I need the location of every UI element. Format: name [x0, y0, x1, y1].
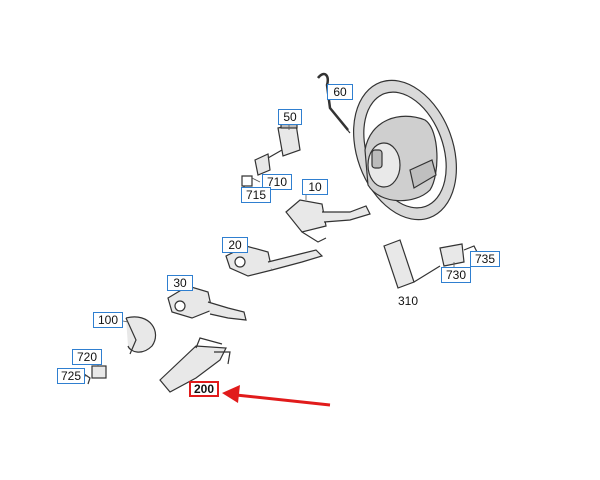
steering-wheel: [353, 79, 457, 221]
parts-730-735: [439, 243, 479, 267]
callout-310: 310: [398, 294, 419, 308]
callout-200-highlighted: 200: [189, 381, 219, 397]
part-10-switch: [285, 199, 371, 243]
callout-730: 730: [441, 267, 471, 283]
callout-725: 725: [57, 368, 85, 384]
callout-715: 715: [241, 187, 271, 203]
callout-735: 735: [470, 251, 500, 267]
part-20-switch: [225, 245, 324, 277]
callout-10: 10: [302, 179, 328, 195]
part-60-lever: [317, 72, 351, 134]
part-200-bracket: [159, 337, 231, 393]
part-100-ring: [125, 316, 157, 355]
callout-60: 60: [327, 84, 353, 100]
callout-710: 710: [262, 174, 292, 190]
parts-720-725: [83, 365, 107, 385]
callout-720: 720: [72, 349, 102, 365]
callout-50: 50: [278, 109, 302, 125]
part-50-switch: [254, 117, 301, 176]
callout-20: 20: [222, 237, 248, 253]
part-310-module: [383, 239, 441, 289]
callout-100: 100: [93, 312, 123, 328]
part-30-switch: [167, 285, 247, 321]
red-arrow-icon: [222, 385, 331, 407]
callout-30: 30: [167, 275, 193, 291]
